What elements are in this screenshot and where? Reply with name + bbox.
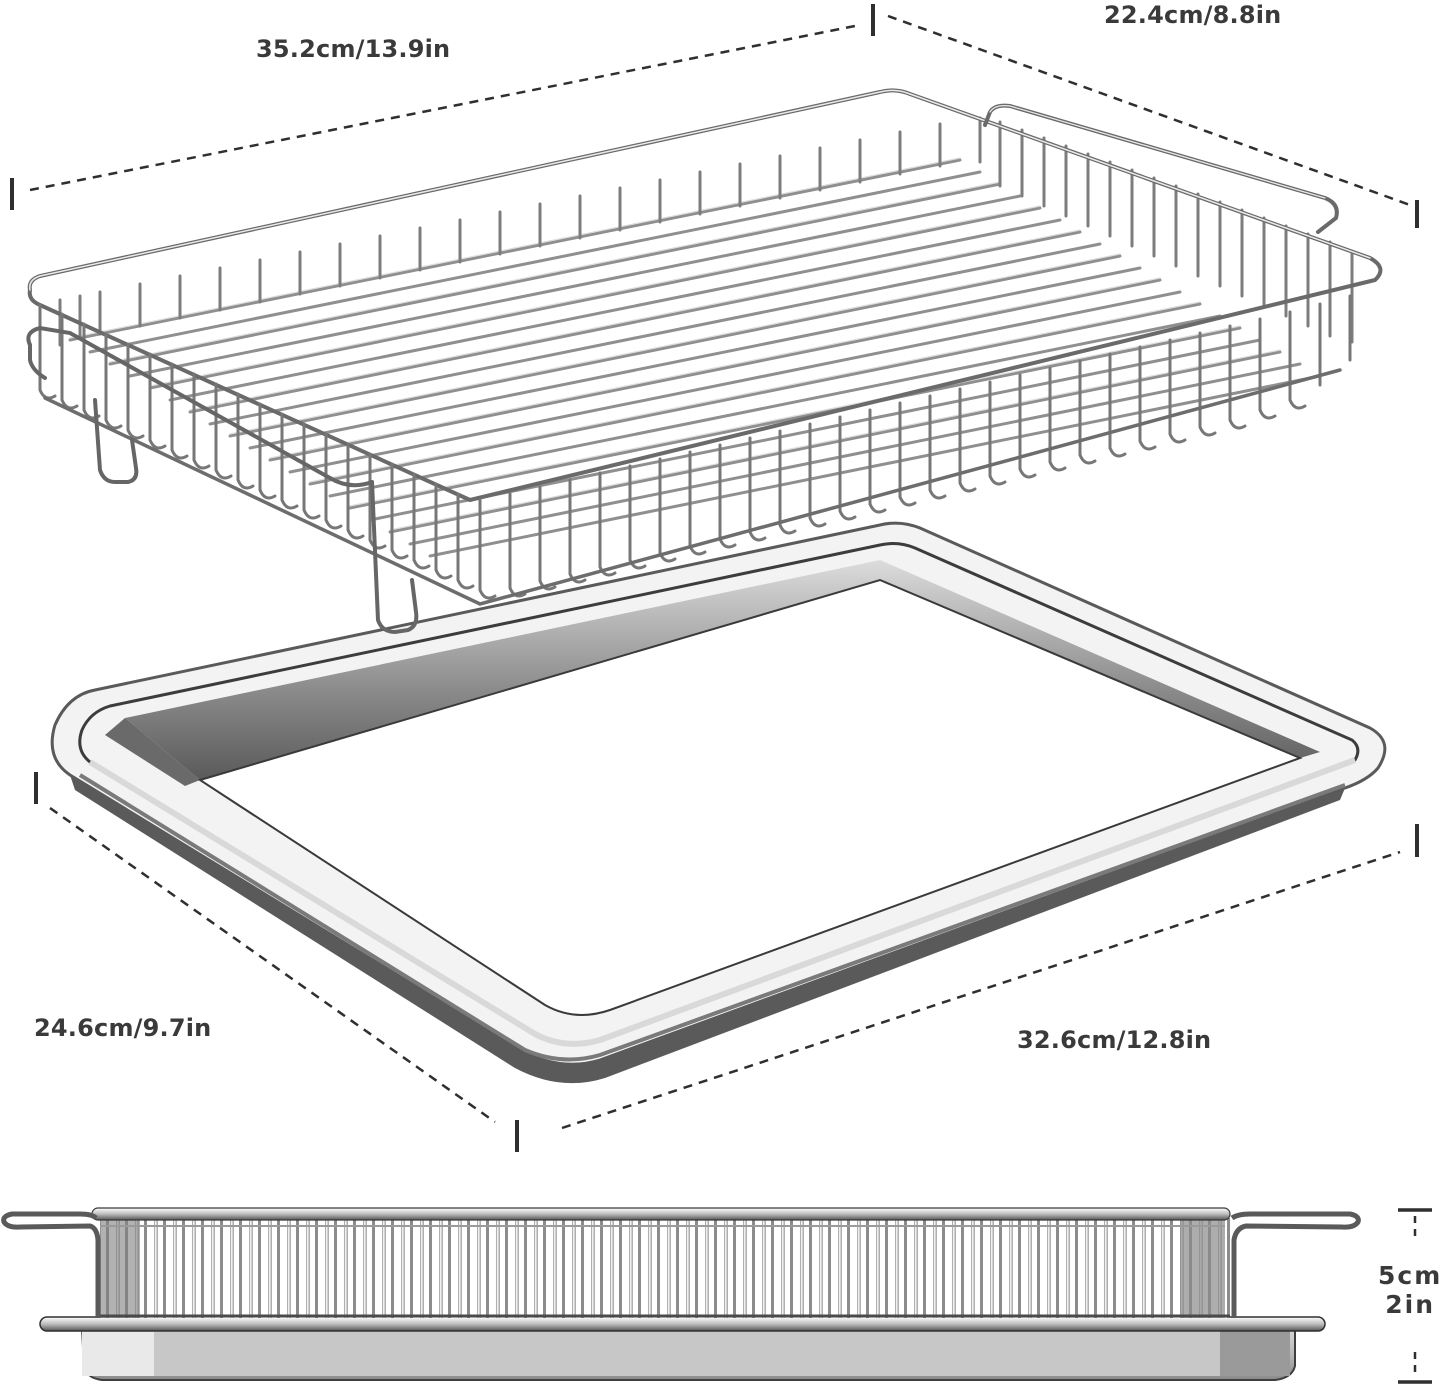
stack-height-label: 5cm 2in [1378,1261,1443,1320]
tray-length-label: 32.6cm/12.8in [1017,1026,1212,1054]
dimension-tray-width [34,772,519,1152]
basket-width-label: 22.4cm/8.8in [1104,1,1282,29]
dimension-tray-length [561,824,1419,1130]
dimension-stack-height [1398,1208,1432,1384]
stack-height-in: 2in [1385,1289,1436,1319]
baking-tray [50,521,1387,1084]
wire-basket [26,88,1383,635]
side-view-stacked [1,1207,1361,1381]
dimension-basket-length [10,4,875,210]
stack-height-cm: 5cm [1378,1261,1443,1290]
basket-length-label: 35.2cm/13.9in [256,35,451,63]
dimension-basket-width [887,14,1419,228]
tray-width-label: 24.6cm/9.7in [34,1014,212,1042]
